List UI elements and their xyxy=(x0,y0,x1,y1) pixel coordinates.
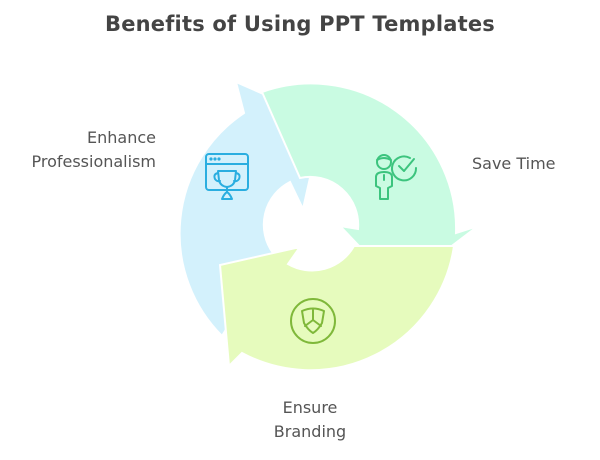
label-enhance-professionalism: Enhance Professionalism xyxy=(0,126,156,174)
label-line: Branding xyxy=(273,422,347,441)
segment-save-time xyxy=(260,82,479,289)
shield-badge-icon xyxy=(290,298,336,344)
label-line: Enhance xyxy=(87,128,156,147)
person-check-icon xyxy=(375,154,418,200)
trophy-window-icon xyxy=(205,153,249,200)
label-line: Ensure xyxy=(282,398,338,417)
label-line: Professionalism xyxy=(31,152,156,171)
label-save-time: Save Time xyxy=(472,152,600,176)
segment-ensure-branding xyxy=(218,245,456,372)
label-ensure-branding: Ensure Branding xyxy=(240,396,380,444)
diagram-title: Benefits of Using PPT Templates xyxy=(104,12,495,36)
label-line: Save Time xyxy=(472,154,556,173)
